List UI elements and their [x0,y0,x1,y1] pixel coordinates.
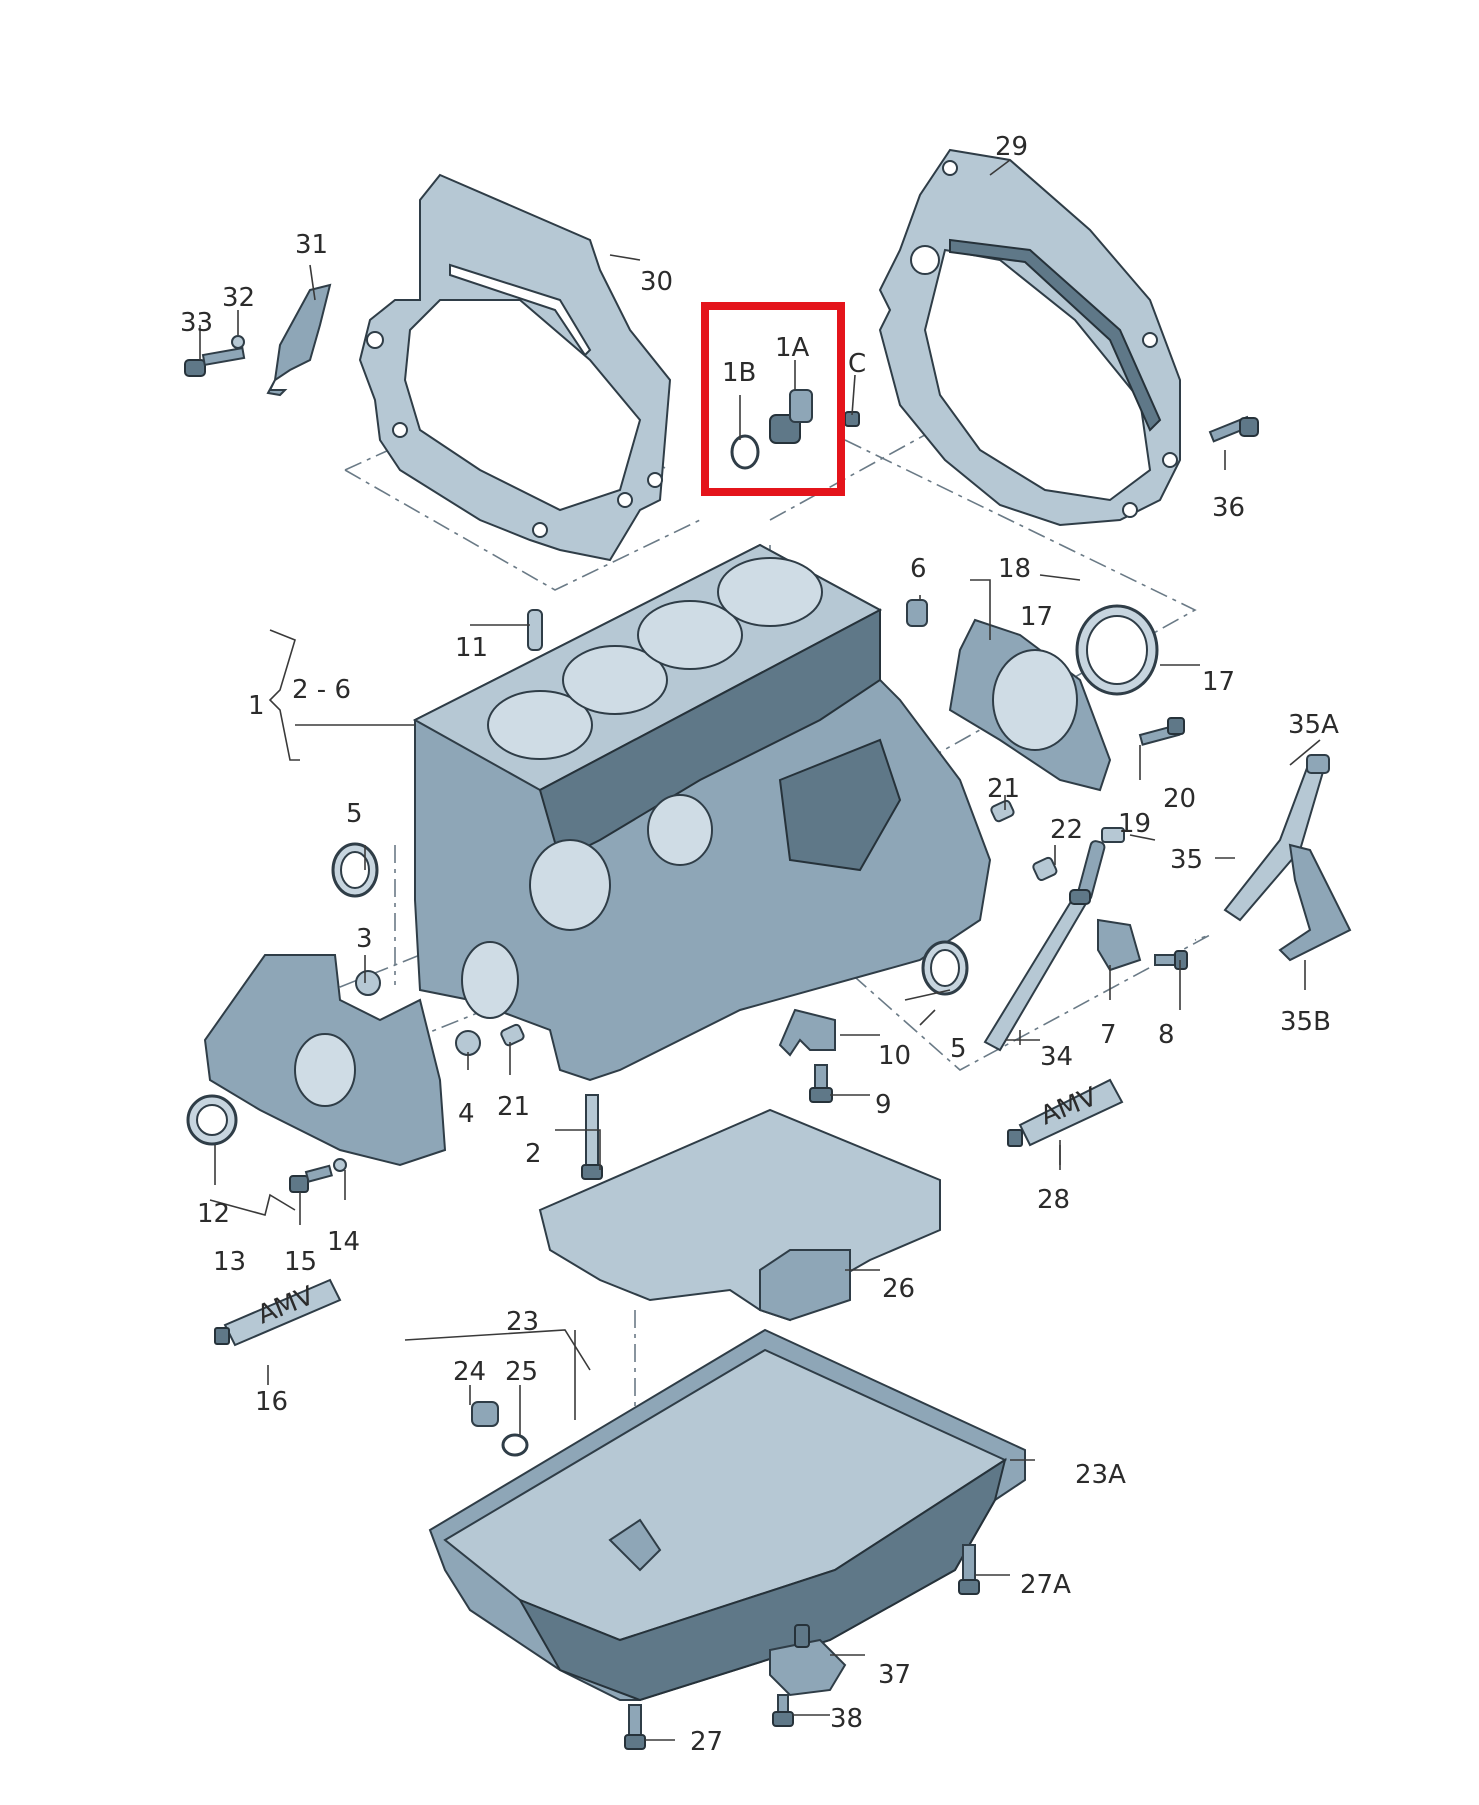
part-9-bolt [809,1064,833,1103]
label-1B: 1B [722,358,756,388]
part-1A-sensor [769,389,813,444]
label-29: 29 [995,132,1028,162]
label-17-right: 17 [1202,667,1235,697]
part-31-cover [266,283,332,397]
part-4-plug [455,1030,481,1056]
part-29-rear-plate-right [878,148,1181,527]
label-35B: 35B [1280,1007,1331,1037]
label-30: 30 [640,267,673,297]
label-22: 22 [1050,815,1083,845]
part-6-plug [906,599,928,627]
part-23-oil-pan [428,1328,1026,1702]
label-2-6: 2 - 6 [292,675,351,705]
part-16-sealant-tube: AMV [214,1278,342,1347]
part-34-oil-pipe [983,889,1091,1052]
part-17-seal [1075,604,1159,696]
label-12: 12 [197,1199,230,1229]
label-31: 31 [295,230,328,260]
part-1B-seal-ring [730,434,760,470]
part-19-seal [1101,827,1125,843]
label-34: 34 [1040,1042,1073,1072]
part-1-engine-block [412,543,992,1082]
label-21-lower: 21 [497,1092,530,1122]
label-38: 38 [830,1704,863,1734]
label-10: 10 [878,1041,911,1071]
label-4: 4 [458,1099,475,1129]
label-27: 27 [690,1727,723,1757]
label-35: 35 [1170,845,1203,875]
label-7: 7 [1100,1020,1117,1050]
part-10-oil-spray-jet [778,1008,836,1057]
label-28: 28 [1037,1185,1070,1215]
label-24: 24 [453,1357,486,1387]
label-1A: 1A [775,333,810,363]
part-33-bolt [184,346,246,377]
label-19: 19 [1118,809,1151,839]
label-25: 25 [505,1357,538,1387]
label-2: 2 [525,1139,542,1169]
label-18: 18 [998,554,1031,584]
part-15-bolt [289,1164,333,1193]
part-24-drain-plug [471,1401,499,1427]
label-15: 15 [284,1247,317,1277]
part-11-dowel-pin [527,609,543,651]
label-1: 1 [248,691,265,721]
part-35A-dipstick-tube [1223,754,1330,922]
label-3: 3 [356,924,373,954]
label-37: 37 [878,1660,911,1690]
part-5-ring-right [921,940,969,996]
part-32-washer [231,335,245,349]
part-21-dowel-sleeve [990,799,1015,823]
label-9: 9 [875,1090,892,1120]
label-35A: 35A [1288,710,1339,740]
part-3-plug [355,970,381,996]
part-20-bolt [1138,717,1185,746]
part-18-sealing-flange [948,618,1112,792]
part-21-sleeve-lower [500,1023,525,1047]
part-7-connector [1097,918,1142,972]
label-13: 13 [213,1247,246,1277]
part-38-bolt [772,1694,794,1727]
label-26: 26 [882,1274,915,1304]
part-5-ring-left [331,842,379,898]
part-12-seal [186,1094,238,1146]
label-11: 11 [455,633,488,663]
label-5-right: 5 [950,1034,967,1064]
label-23A: 23A [1075,1460,1126,1490]
callout-labels: 1 2 - 6 1A 1B C 2 3 4 5 5 6 7 8 9 10 11 … [180,132,1339,1757]
label-20: 20 [1163,784,1196,814]
part-22-sleeve [1032,856,1058,881]
label-23: 23 [506,1307,539,1337]
label-27A: 27A [1020,1570,1071,1600]
label-C: C [848,349,866,379]
label-21-right: 21 [987,774,1020,804]
label-16: 16 [255,1387,288,1417]
label-8: 8 [1158,1020,1175,1050]
part-2-bolt [581,1094,603,1180]
part-37-oil-level-sensor [769,1624,847,1697]
part-8-bolt [1154,950,1188,970]
label-5-left: 5 [346,799,363,829]
label-14: 14 [327,1227,360,1257]
label-17-top: 17 [1020,602,1053,632]
leader-lines [199,159,1321,1741]
label-33: 33 [180,308,213,338]
part-36-bolt [1208,415,1259,443]
part-13-front-cover [203,954,447,1167]
part-14-washer [333,1158,347,1172]
part-27A-bolt [958,1544,980,1595]
part-26-baffle-plate [538,1108,941,1322]
highlight-box [701,302,845,496]
label-6: 6 [910,554,927,584]
part-28-sealant-tube: AMV [1007,1078,1124,1147]
part-25-seal-ring [501,1433,529,1457]
part-35B-bracket [1278,843,1352,962]
part-27-bolt [624,1704,646,1750]
part-30-rear-plate-left [358,173,672,562]
label-32: 32 [222,283,255,313]
label-36: 36 [1212,493,1245,523]
